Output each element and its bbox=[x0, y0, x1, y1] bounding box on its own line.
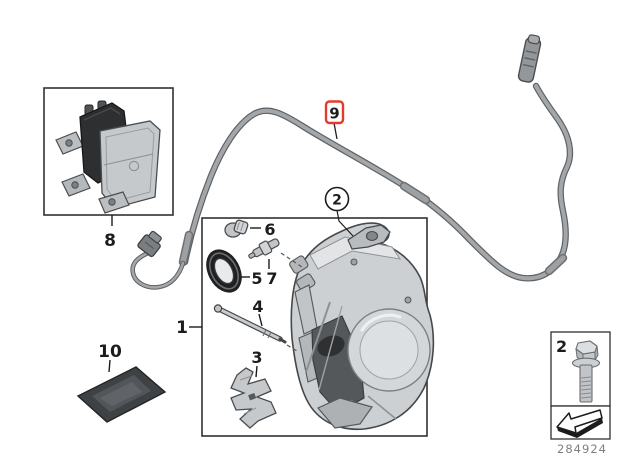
callout-5[interactable]: 5 bbox=[251, 269, 262, 288]
leader-line-2 bbox=[336, 210, 354, 237]
callout-4[interactable]: 4 bbox=[252, 297, 263, 316]
callout-1[interactable]: 1 bbox=[176, 318, 188, 338]
brake-pad-set-box: 8 bbox=[43, 87, 174, 251]
wear-sensor-head bbox=[137, 230, 162, 258]
assembly-dashed-line-7 bbox=[280, 252, 303, 268]
caliper-kit-box: 6 7 5 bbox=[176, 186, 435, 437]
callout-2-circle bbox=[324, 186, 350, 212]
fastener-box: 2 bbox=[550, 331, 611, 407]
leader-line-10 bbox=[108, 359, 111, 373]
bleeder-screw-illustration: 7 bbox=[248, 238, 303, 288]
assembly-dashed-line-4 bbox=[286, 344, 298, 352]
grease-packet-illustration bbox=[76, 366, 167, 423]
callout-8[interactable]: 8 bbox=[104, 231, 116, 251]
bolt-illustration bbox=[571, 340, 601, 403]
diagram-number: 284924 bbox=[557, 442, 607, 456]
leader-line-4 bbox=[258, 313, 263, 327]
callout-bolt-2[interactable]: 2 bbox=[556, 337, 567, 356]
piston-seal-illustration: 5 bbox=[206, 249, 263, 293]
bleeder-cap-illustration: 6 bbox=[224, 219, 276, 239]
leader-line-3 bbox=[255, 365, 258, 378]
grease-packet-group: 10 bbox=[76, 342, 167, 423]
caliper-illustration bbox=[289, 222, 435, 431]
callout-10[interactable]: 10 bbox=[98, 342, 122, 362]
highlighted-callout-9: 9 bbox=[324, 100, 345, 140]
callout-3[interactable]: 3 bbox=[251, 348, 262, 367]
direction-arrow-icon bbox=[556, 409, 603, 438]
callout-9[interactable]: 9 bbox=[329, 105, 339, 123]
circled-callout-2: 2 bbox=[324, 186, 354, 237]
cable-sleeves bbox=[178, 181, 568, 276]
callout-7[interactable]: 7 bbox=[266, 269, 277, 288]
brake-pads-illustration bbox=[55, 100, 161, 214]
callout-6[interactable]: 6 bbox=[264, 220, 275, 239]
callout-9-highlight-frame bbox=[324, 100, 345, 125]
callout-2[interactable]: 2 bbox=[332, 193, 342, 209]
retaining-spring-illustration: 3 bbox=[230, 348, 277, 429]
guide-pin-illustration: 4 bbox=[213, 297, 298, 352]
cable-plug-connector bbox=[517, 34, 542, 83]
direction-arrow-box bbox=[550, 405, 611, 440]
leader-line-9 bbox=[333, 122, 338, 140]
wear-sensor-cable-illustration bbox=[130, 34, 574, 290]
